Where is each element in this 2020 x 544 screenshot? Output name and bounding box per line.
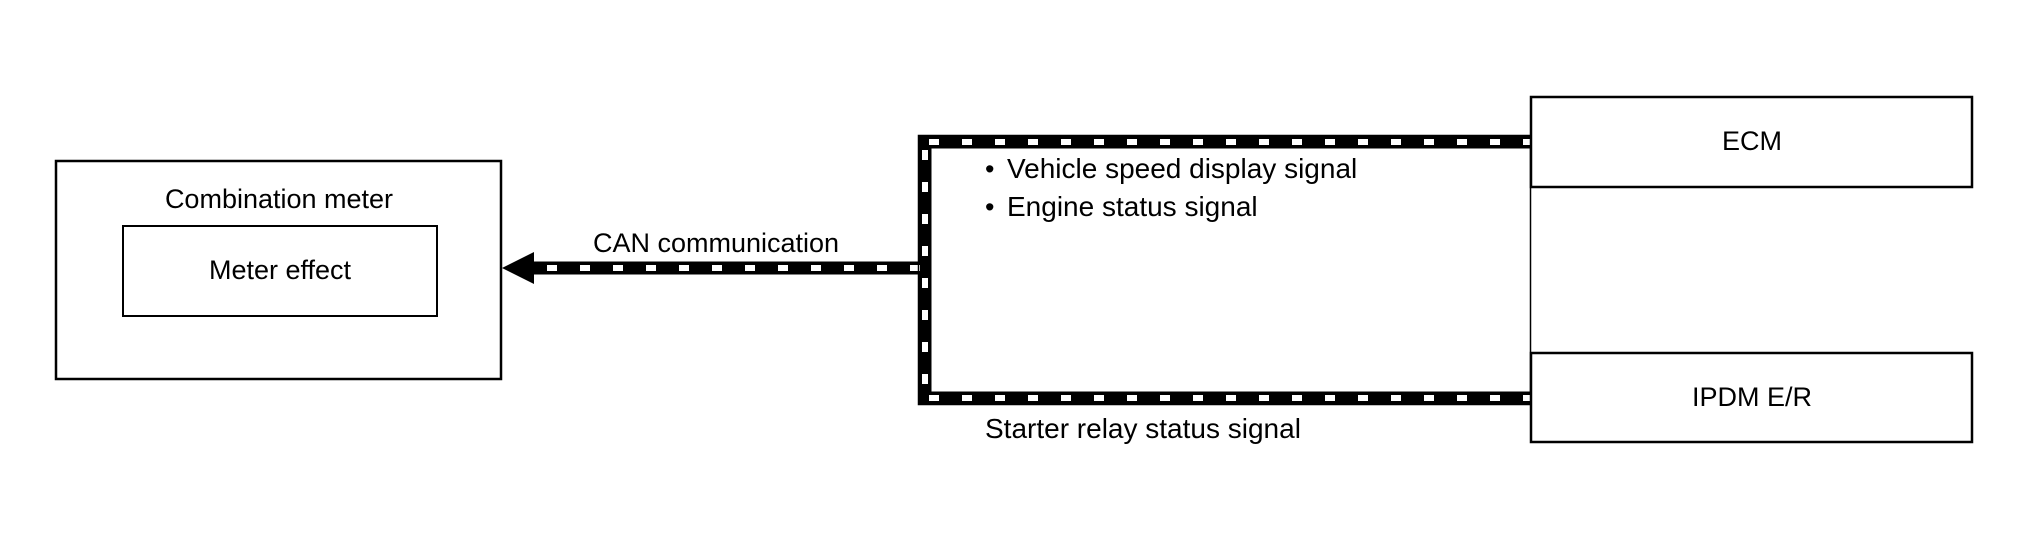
bus-outline: [917, 134, 1532, 406]
ecm-signal-list: • Vehicle speed display signal • Engine …: [985, 153, 1357, 222]
ipdm-box: [1529, 351, 1974, 444]
bullet-icon: •: [985, 192, 994, 222]
combination-meter-block: Combination meter Meter effect: [54, 159, 503, 381]
ecm-label: ECM: [1722, 126, 1782, 156]
ecm-box: [1529, 95, 1974, 189]
ecm-signal-item: Engine status signal: [1007, 191, 1258, 222]
bullet-icon: •: [985, 154, 994, 184]
ipdm-block: IPDM E/R: [1529, 351, 1974, 444]
can-communication-label: CAN communication: [593, 228, 839, 258]
ipdm-label: IPDM E/R: [1692, 382, 1812, 412]
arrow-left-icon: [502, 252, 534, 284]
meter-effect-label: Meter effect: [209, 255, 352, 285]
ecm-block: ECM: [1529, 95, 1974, 189]
ipdm-signal-label: Starter relay status signal: [985, 413, 1301, 444]
meter-effect-box: [122, 225, 438, 317]
can-bus: [502, 134, 1532, 406]
combination-meter-label: Combination meter: [165, 184, 393, 214]
ecm-signal-item: Vehicle speed display signal: [1007, 153, 1357, 184]
